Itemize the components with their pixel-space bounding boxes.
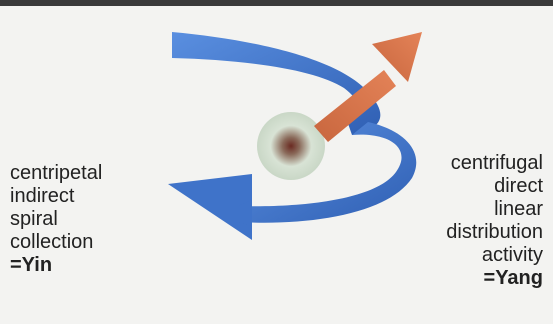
yin-label: =Yin [10,254,102,277]
yin-term: spiral [10,208,102,231]
yin-terms: centripetal indirect spiral collection =… [10,162,102,277]
yang-term: direct [446,175,543,198]
yang-term: centrifugal [446,152,543,175]
yin-term: collection [10,231,102,254]
yang-term: linear [446,198,543,221]
yin-term: indirect [10,185,102,208]
yang-term: distribution [446,221,543,244]
center-sphere [257,112,325,180]
yang-terms: centrifugal direct linear distribution a… [446,152,543,290]
yin-term: centripetal [10,162,102,185]
yang-label: =Yang [446,267,543,290]
yang-term: activity [446,244,543,267]
